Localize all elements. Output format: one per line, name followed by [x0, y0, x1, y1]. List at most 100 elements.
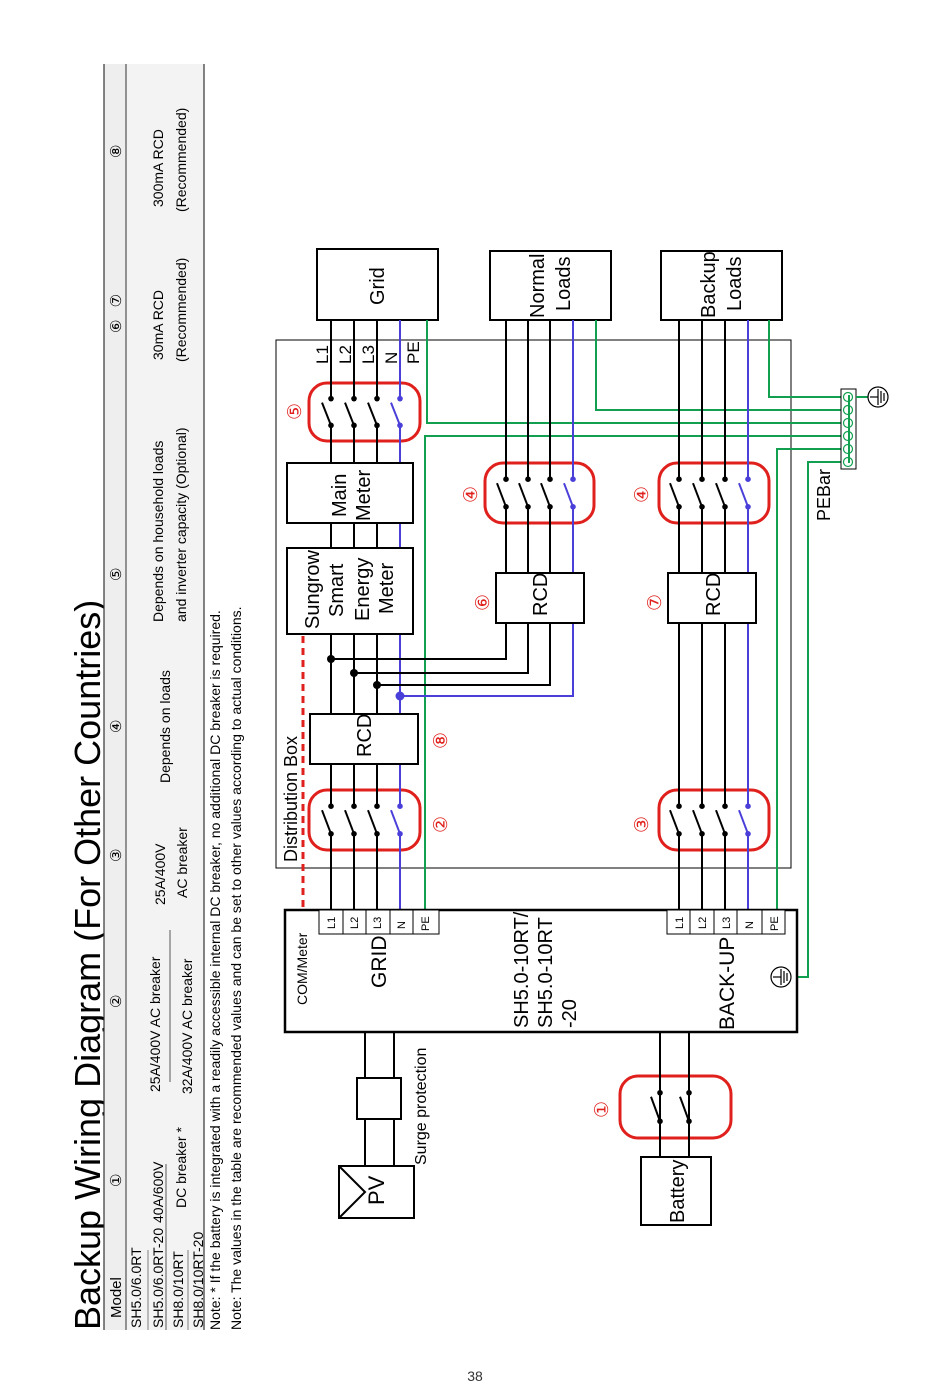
- grid-box: Grid: [316, 248, 439, 321]
- rcd-label: RCD: [530, 573, 552, 616]
- backup-terminal-block: L1 L2 L3 N PE: [666, 909, 786, 935]
- switch-contact: [738, 482, 749, 508]
- col3-line2: AC breaker: [174, 827, 190, 898]
- col2-group2: 32A/400V AC breaker: [179, 958, 195, 1094]
- terminal-l3: L3: [372, 917, 384, 929]
- switch-contact: [669, 482, 680, 508]
- smart-energy-meter: Sungrow Smart Energy Meter: [286, 547, 414, 635]
- col1-line2: DC breaker *: [173, 1127, 189, 1208]
- breaker-4-backup: [657, 461, 771, 525]
- inverter-model-label: SH5.0-10RT/: [511, 911, 533, 1028]
- battery-label: Battery: [667, 1160, 689, 1223]
- model-cell: SH5.0/6.0RT-20: [150, 1228, 166, 1328]
- marker-4: ④: [632, 486, 653, 503]
- pe-bar: [840, 388, 868, 470]
- backup-loads-label-1: Backup: [698, 251, 720, 318]
- switch-contact: [692, 809, 703, 835]
- breaker-4-normal: [483, 461, 596, 525]
- switch-contact: [715, 809, 726, 835]
- surge-protection-device: [356, 1077, 402, 1120]
- backup-loads-pe-wire: [768, 320, 848, 398]
- switch-contact: [518, 482, 529, 508]
- marker-6: ⑥: [473, 594, 494, 611]
- junction-dot: [373, 681, 381, 689]
- switch-contact: [321, 402, 332, 426]
- distribution-box-label: Distribution Box: [281, 736, 301, 862]
- pe-bar-label: PEBar: [814, 469, 834, 521]
- normal-loads-label-2: Loads: [553, 257, 575, 312]
- terminal-l2: L2: [349, 917, 361, 929]
- marker-4: ④: [461, 486, 482, 503]
- backup-loads-box: Backup Loads: [660, 250, 783, 321]
- col8-line1: 300mA RCD: [150, 129, 166, 207]
- normal-loads-pe-wire: [595, 320, 848, 411]
- terminal-n: N: [396, 921, 408, 929]
- col1-line1: 40A/600V: [150, 1161, 166, 1223]
- switch-contact: [540, 482, 551, 508]
- switch-contact: [390, 809, 401, 835]
- com-meter-label: COM/Meter: [294, 932, 310, 1005]
- switch-contact: [367, 402, 378, 426]
- smart-meter-label: Sungrow: [302, 550, 324, 629]
- col2-group1: 25A/400V AC breaker: [147, 956, 163, 1092]
- breaker-3: [657, 788, 771, 852]
- header-model: Model: [108, 1277, 125, 1318]
- switch-contact: [367, 809, 378, 835]
- terminal-l2: L2: [697, 917, 709, 929]
- terminal-l1: L1: [326, 917, 338, 929]
- header-col1: ①: [108, 1174, 125, 1187]
- normal-loads-box: Normal Loads: [489, 250, 612, 321]
- main-meter: Main Meter: [286, 462, 414, 524]
- col67-line2: (Recommended): [173, 258, 189, 362]
- main-meter-label: Meter: [353, 470, 375, 521]
- grid-pe-wire: [426, 320, 848, 424]
- terminal-pe: PE: [769, 916, 781, 931]
- switch-contact: [496, 482, 507, 508]
- inverter-grid-pe-wire: [424, 435, 848, 910]
- inverter-model-label: -20: [559, 999, 581, 1028]
- table-body: [126, 64, 204, 1330]
- model-cell: SH8.0/10RT: [170, 1251, 186, 1328]
- switch-contact: [692, 482, 703, 508]
- smart-meter-label: Energy: [352, 558, 374, 621]
- model-cell: SH5.0/6.0RT: [128, 1247, 144, 1328]
- phase-label-n: N: [382, 352, 401, 364]
- header-col5: ⑤: [108, 568, 125, 581]
- breaker-2: [307, 788, 422, 852]
- switch-contact: [650, 1096, 661, 1122]
- junction-dot: [350, 669, 358, 677]
- surge-protection-label: Surge protection: [413, 1048, 430, 1165]
- switch-contact: [679, 1096, 690, 1122]
- junction-dot: [395, 691, 405, 701]
- col5-line2: and inverter capacity (Optional): [173, 427, 189, 622]
- marker-5: ⑤: [285, 403, 306, 420]
- phase-label-l2: L2: [336, 345, 355, 364]
- breaker-5: [307, 381, 422, 443]
- rcd-normal-loads: RCD: [495, 572, 585, 624]
- col5-line1: Depends on household loads: [150, 441, 166, 622]
- smart-meter-label: Meter: [376, 563, 398, 614]
- grid-terminal-block: L1 L2 L3 N PE: [318, 909, 440, 935]
- switch-contact: [669, 809, 680, 835]
- note-recommended-values: Note: The values in the table are recomm…: [228, 606, 244, 1330]
- battery: Battery: [640, 1156, 712, 1226]
- switch-contact: [344, 402, 355, 426]
- inverter-model-label: SH5.0-10RT: [535, 917, 557, 1028]
- junction-dot: [327, 655, 335, 663]
- table-header-row: [104, 64, 126, 1330]
- header-col3: ③: [108, 849, 125, 862]
- rcd-label: RCD: [703, 573, 725, 616]
- grid-port-label: GRID: [368, 936, 391, 989]
- normal-loads-wires: [331, 320, 574, 697]
- switch-contact: [715, 482, 726, 508]
- phase-label-l1: L1: [313, 345, 332, 364]
- rcd-grid: RCD: [309, 713, 419, 765]
- model-cell: SH8.0/10RT-20: [190, 1232, 206, 1328]
- backup-pe-wire: [776, 448, 848, 910]
- header-col2: ②: [108, 995, 125, 1008]
- rcd-label: RCD: [354, 714, 376, 757]
- ground-icon: [770, 966, 792, 988]
- inverter: L1 L2 L3 N PE L1 L2 L3 N PE COM/Meter GR…: [283, 908, 799, 1034]
- marker-3: ③: [632, 816, 653, 833]
